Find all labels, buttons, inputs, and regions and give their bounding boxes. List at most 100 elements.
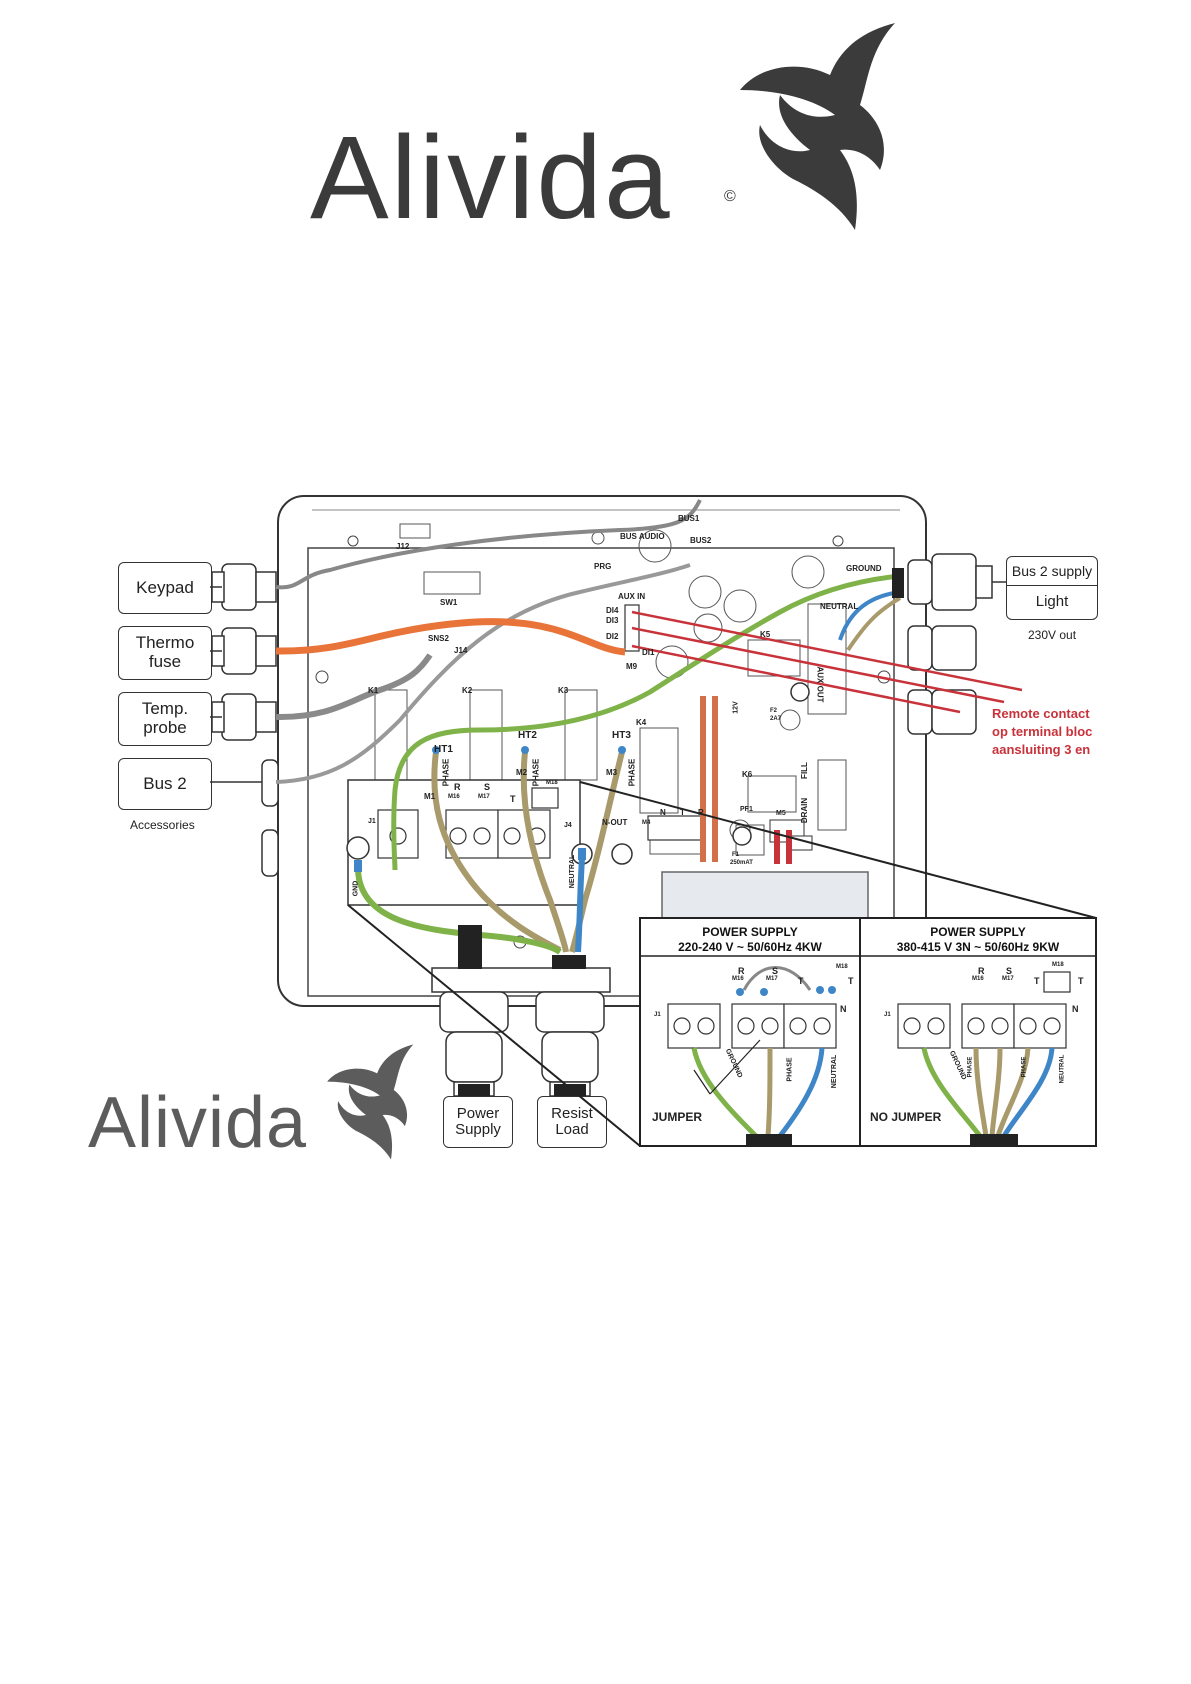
label-j1-board: J1 — [368, 818, 376, 825]
ps1-label-m18: M18 — [836, 964, 848, 970]
resist-load-box: Resist Load — [537, 1096, 607, 1148]
label-12v: 12V — [732, 701, 740, 714]
panel2-terminals — [897, 971, 1071, 1049]
label-gnd: GND — [352, 880, 360, 897]
label-pf1: PF1 — [740, 806, 753, 813]
label-di1: DI1 — [642, 648, 655, 657]
remote-line-2 — [631, 626, 1005, 704]
leaf-emblem-icon — [740, 23, 895, 230]
label-di4: DI4 — [606, 606, 619, 615]
temp-probe-label: Temp. probe — [141, 699, 189, 737]
power-supply-line2: Supply — [455, 1121, 501, 1138]
bus2-wire — [275, 563, 691, 784]
label-t-board: T — [510, 794, 516, 804]
label-k4: K4 — [636, 718, 647, 727]
label-m5: M5 — [776, 810, 786, 817]
label-bus1: BUS1 — [678, 514, 700, 523]
label-bus-audio: BUS AUDIO — [620, 532, 665, 541]
board-terminal-blocks — [377, 787, 705, 859]
remote-note-line3: aansluiting 3 en — [992, 742, 1091, 757]
label-k3: K3 — [558, 686, 569, 695]
label-k6: K6 — [742, 770, 753, 779]
label-t-terminal: T — [680, 808, 685, 817]
label-m4: M4 — [642, 820, 651, 826]
label-r-terminal: R — [698, 808, 704, 817]
remote-note-line1: Remote contact — [992, 706, 1090, 721]
ps1-spec: 220-240 V ~ 50/60Hz 4KW — [678, 940, 822, 954]
temp-probe-wire — [275, 653, 433, 721]
label-k5: K5 — [760, 630, 771, 639]
ps2-label-t2: T — [1078, 976, 1084, 986]
label-di3: DI3 — [606, 616, 619, 625]
label-m3: M3 — [606, 768, 618, 777]
relay-k3 — [564, 689, 598, 781]
power-supply-1-header: POWER SUPPLY 220-240 V ~ 50/60Hz 4KW — [640, 925, 860, 955]
label-phase-ht3: PHASE — [627, 758, 637, 787]
neutral-aux-out-block — [807, 603, 847, 715]
ps1-label-m17: M17 — [766, 976, 778, 982]
label-j12: J12 — [396, 542, 410, 551]
label-n-terminal: N — [660, 808, 666, 817]
ps1-label-r: R — [738, 966, 745, 976]
bus2-supply-light-box: Bus 2 supply Light — [1006, 556, 1098, 620]
bus2-supply-label: Bus 2 supply — [1007, 557, 1097, 586]
power-supply-2-header: POWER SUPPLY 380-415 V 3N ~ 50/60Hz 9KW — [860, 925, 1096, 955]
label-phase-ht1: PHASE — [441, 758, 451, 787]
label-m2: M2 — [516, 768, 528, 777]
ps1-label-neutral: NEUTRAL — [831, 1054, 839, 1089]
ps1-label-phase: PHASE — [786, 1057, 794, 1082]
relay-k4 — [639, 727, 679, 814]
left-cable-glands — [211, 563, 279, 877]
relay-k6 — [747, 775, 797, 813]
ps1-label-j1: J1 — [654, 1012, 661, 1018]
label-r-board: R — [454, 782, 461, 792]
brand-wordmark-bottom: Alivida — [88, 1083, 308, 1163]
thermo-fuse-label: Thermo fuse — [135, 633, 195, 671]
label-neutral: NEUTRAL — [820, 602, 859, 611]
label-m18-board: M18 — [546, 780, 558, 786]
remote-note-line2: op terminal bloc — [992, 724, 1093, 739]
ps2-label-j1: J1 — [884, 1012, 891, 1018]
label-s-board: S — [484, 782, 491, 792]
remote-line-1 — [631, 610, 1023, 692]
label-j14: J14 — [454, 646, 468, 655]
label-ht2: HT2 — [518, 730, 537, 741]
ps2-label-m18: M18 — [1052, 962, 1064, 968]
label-m1: M1 — [424, 792, 436, 801]
ps1-label-t2: T — [848, 976, 854, 986]
label-f2: F2 — [770, 708, 778, 714]
fill-drain-block — [817, 759, 847, 831]
label-ground: GROUND — [846, 564, 882, 573]
label-ht3: HT3 — [612, 730, 631, 741]
brand-logo-top: Alivida © — [310, 20, 895, 244]
thermo-fuse-wire — [275, 618, 626, 656]
transformer — [661, 871, 869, 921]
label-prg: PRG — [594, 562, 612, 571]
bus2-box: Bus 2 — [118, 758, 212, 810]
accessories-caption: Accessories — [130, 818, 195, 832]
label-m9: M9 — [626, 662, 638, 671]
label-j4-board: J4 — [564, 822, 572, 829]
power-supply-box: Power Supply — [443, 1096, 513, 1148]
label-k2: K2 — [462, 686, 473, 695]
label-ht1: HT1 — [434, 744, 453, 755]
ps2-label-m16: M16 — [972, 976, 984, 982]
ps2-label-m17: M17 — [1002, 976, 1014, 982]
label-sns2: SNS2 — [428, 634, 449, 643]
label-f2-rating: 2A7 — [770, 716, 782, 722]
power-supply-line1: Power — [456, 1104, 500, 1122]
label-aux-out: AUX OUT — [815, 666, 825, 703]
ps2-label-neutral: NEUTRAL — [1059, 1054, 1066, 1084]
ps1-label-t: T — [798, 976, 804, 986]
resist-load-line2: Load — [555, 1121, 589, 1138]
copyright-symbol: © — [724, 188, 736, 205]
bottom-cable-glands — [431, 967, 611, 1097]
ps1-label-s: S — [772, 966, 779, 976]
right-cable-glands — [907, 553, 993, 735]
panel1-terminals — [667, 1003, 837, 1049]
temp-probe-box: Temp. probe — [118, 692, 212, 746]
label-f1-rating: 250mAT — [730, 860, 753, 866]
label-bus2-port: BUS2 — [690, 536, 712, 545]
label-m16-board: M16 — [448, 794, 460, 800]
